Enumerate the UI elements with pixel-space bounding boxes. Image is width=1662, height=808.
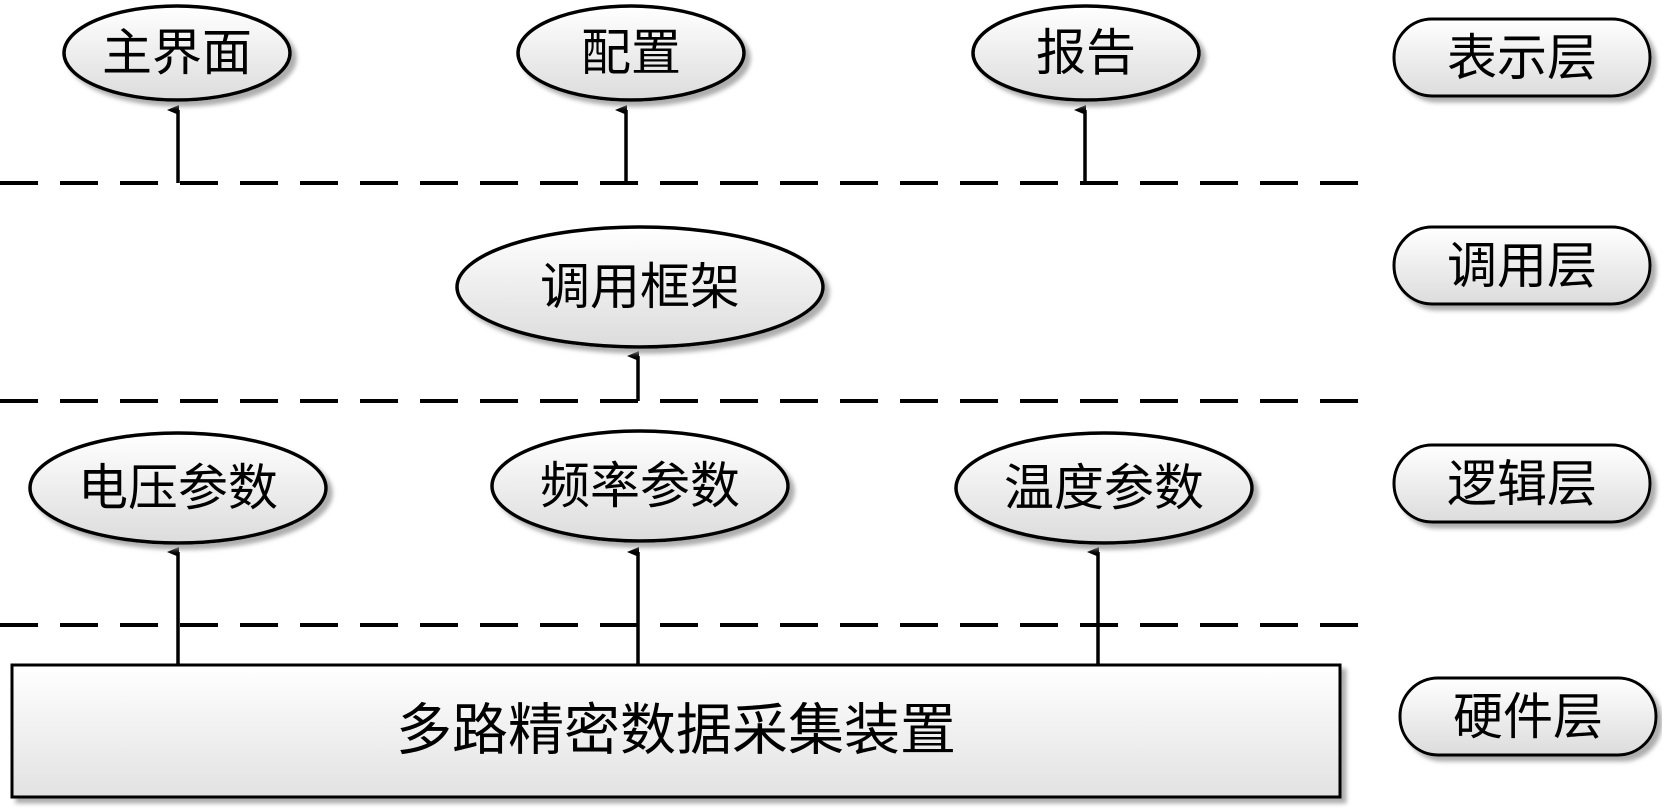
node-hardware-device: 多路精密数据采集装置 (10, 663, 1342, 799)
layer-label-hardware: 硬件层 (1398, 676, 1658, 757)
svg-text:调用层: 调用层 (1447, 237, 1597, 295)
node-main-ui-label: 主界面 (102, 24, 252, 82)
node-invocation-framework-label: 调用框架 (540, 258, 740, 316)
node-temperature-params: 温度参数 (954, 431, 1254, 545)
node-frequency-params: 频率参数 (490, 429, 790, 543)
node-invocation-framework: 调用框架 (455, 225, 825, 349)
layer-label-presentation: 表示层 (1392, 17, 1652, 98)
svg-text:逻辑层: 逻辑层 (1447, 455, 1597, 513)
layer-label-invocation: 调用层 (1392, 225, 1652, 306)
node-voltage-params-label: 电压参数 (78, 459, 278, 517)
node-hardware-device-label: 多路精密数据采集装置 (396, 699, 956, 764)
layer-label-logic: 逻辑层 (1392, 443, 1652, 524)
node-main-ui: 主界面 (62, 4, 292, 102)
node-config: 配置 (516, 4, 746, 102)
node-frequency-params-label: 频率参数 (540, 457, 740, 515)
node-temperature-params-label: 温度参数 (1004, 459, 1204, 517)
svg-text:表示层: 表示层 (1447, 29, 1597, 87)
svg-text:硬件层: 硬件层 (1453, 688, 1603, 746)
node-config-label: 配置 (581, 24, 681, 82)
node-voltage-params: 电压参数 (28, 431, 328, 545)
node-report: 报告 (971, 4, 1201, 102)
node-report-label: 报告 (1036, 24, 1136, 82)
